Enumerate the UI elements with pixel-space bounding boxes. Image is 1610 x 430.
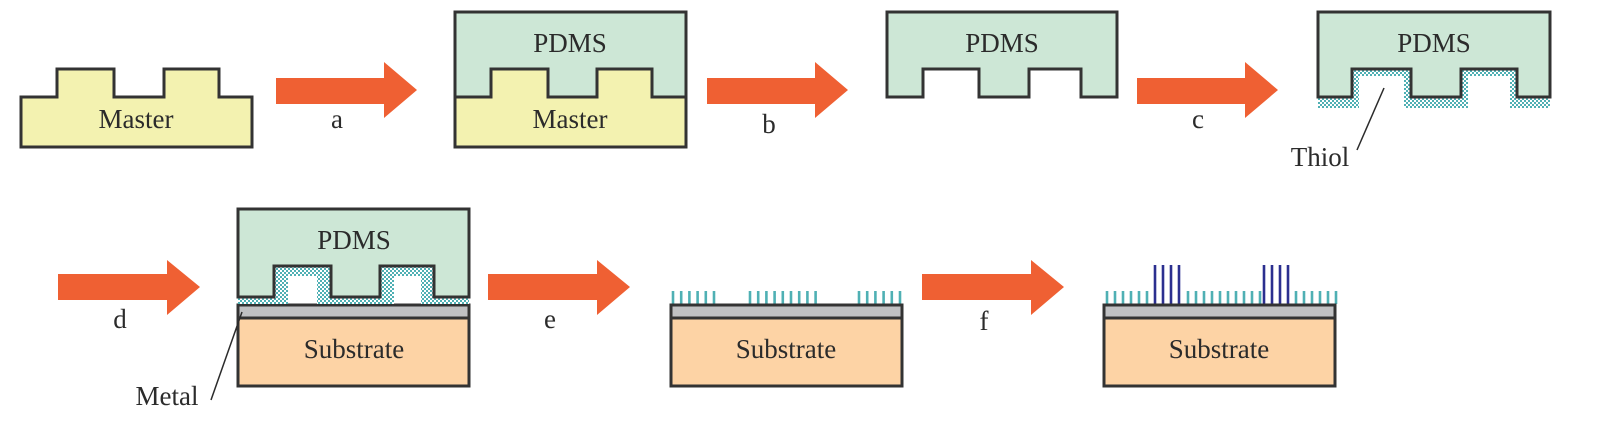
metal-layer (1102, 303, 1337, 320)
arrow-icon (1137, 62, 1278, 118)
metal-leader-line (210, 311, 243, 401)
substrate-label: Substrate (304, 334, 405, 364)
thiol-label: Thiol (1291, 142, 1350, 172)
arrow-icon (276, 62, 417, 118)
substrate-block (669, 316, 904, 388)
arrow-icon (58, 260, 200, 315)
arrow-step-b: b (707, 62, 848, 139)
step-label-f: f (980, 306, 989, 336)
thiol-sam-molecules (1105, 265, 1338, 304)
master-label: Master (533, 104, 608, 134)
thiol-sam-molecules (671, 291, 902, 304)
master-block (19, 67, 254, 149)
stage-pdms-stamp: PDMS (885, 10, 1119, 99)
arrow-step-e: e (488, 260, 630, 334)
arrow-icon (707, 62, 848, 118)
arrow-step-a: a (276, 62, 417, 134)
stage-master: Master (19, 67, 254, 149)
pdms-stamp (236, 207, 471, 299)
pdms-label: PDMS (965, 28, 1039, 58)
stage-pdms-on-master: PDMS Master (453, 10, 688, 149)
metal-label: Metal (136, 381, 199, 411)
pdms-stamp (885, 10, 1119, 99)
pdms-stamp (1316, 10, 1552, 99)
stage-patterned-sam: Substrate (669, 291, 904, 388)
substrate-block (236, 316, 471, 388)
thiol-ink-layer (238, 266, 469, 304)
pdms-label: PDMS (1397, 28, 1471, 58)
arrow-icon (488, 260, 630, 315)
thiol-leader-line (1356, 87, 1385, 151)
arrow-step-d: d (58, 260, 200, 334)
arrow-step-f: f (922, 260, 1064, 336)
arrow-step-c: c (1137, 62, 1278, 134)
metal-layer (236, 303, 471, 320)
pdms-label: PDMS (533, 28, 607, 58)
substrate-label: Substrate (1169, 334, 1270, 364)
substrate-block (1102, 316, 1337, 388)
stage-inked-stamp: PDMS Thiol (1291, 10, 1552, 172)
master-label: Master (99, 104, 174, 134)
metal-layer (669, 303, 904, 320)
pdms-master-interface (455, 67, 686, 99)
substrate-label: Substrate (736, 334, 837, 364)
stage-backfilled-sam: Substrate (1102, 265, 1338, 388)
step-label-b: b (762, 109, 776, 139)
arrow-icon (922, 260, 1064, 315)
step-label-e: e (544, 304, 556, 334)
step-label-c: c (1192, 104, 1204, 134)
pdms-label: PDMS (317, 225, 391, 255)
step-label-a: a (331, 104, 343, 134)
stage-stamp-contact: PDMS Substrate Metal (136, 207, 471, 411)
stack-outline (453, 10, 688, 149)
master-block (455, 69, 686, 147)
thiol-ink-layer (1318, 69, 1550, 108)
step-label-d: d (113, 304, 127, 334)
